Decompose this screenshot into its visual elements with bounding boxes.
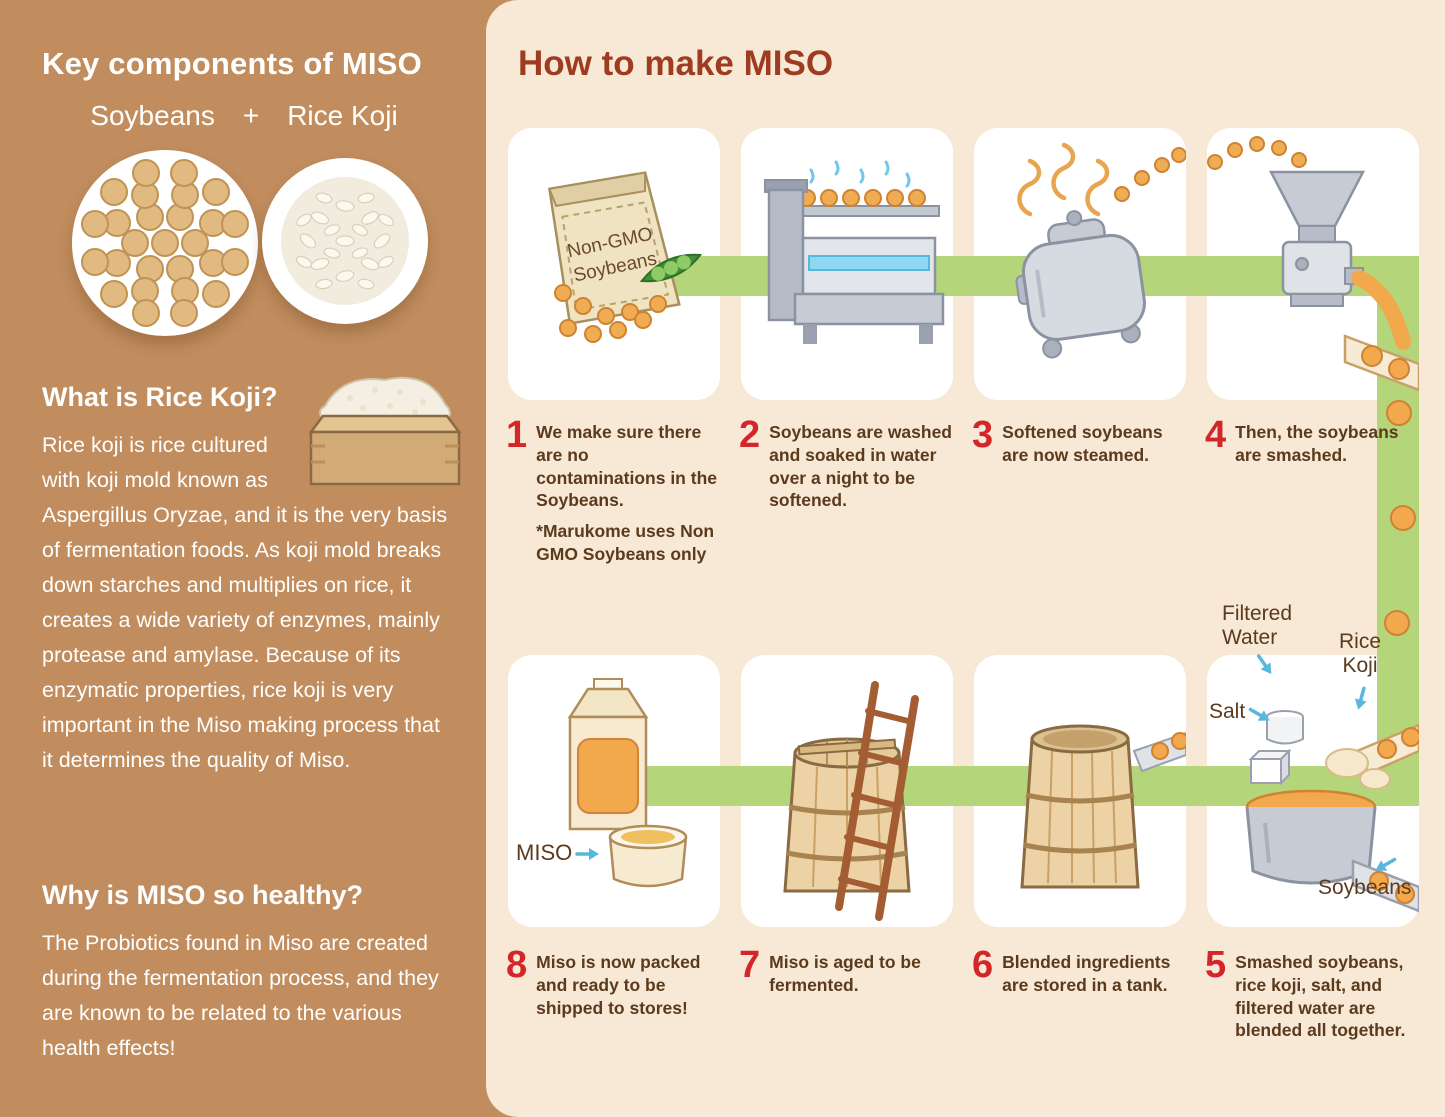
step-2-caption: 2 Soybeans are washed and soaked in wate… bbox=[739, 416, 957, 512]
step-4-caption: 4 Then, the soybeans are smashed. bbox=[1205, 416, 1423, 467]
step-3-number: 3 bbox=[972, 414, 994, 456]
steamer-illustration bbox=[1015, 142, 1186, 359]
pea-pod-icon bbox=[639, 253, 703, 283]
paste-blob bbox=[1386, 400, 1412, 426]
grinder-illustration bbox=[1207, 136, 1419, 392]
rice-koji-blobs-icon bbox=[1325, 748, 1391, 790]
step-7-number: 7 bbox=[739, 944, 761, 986]
paste-blob bbox=[1384, 610, 1410, 636]
what-is-koji-heading: What is Rice Koji? bbox=[42, 382, 278, 412]
step-8-caption: 8 Miso is now packed and ready to be shi… bbox=[506, 946, 724, 1019]
paste-blob bbox=[1390, 505, 1416, 531]
rice-koji-plate-image bbox=[262, 158, 428, 324]
step-5-caption: 5 Smashed soybeans, rice koji, salt, and… bbox=[1205, 946, 1423, 1042]
soybeans-label: Soybeans bbox=[1318, 876, 1412, 899]
step-1-caption: 1 We make sure there are no contaminatio… bbox=[506, 416, 724, 566]
arrow-icon bbox=[1256, 654, 1272, 675]
why-healthy-heading: Why is MISO so healthy? bbox=[42, 880, 364, 910]
spilled-soybeans-icon bbox=[554, 284, 667, 343]
filtered-water-label: Filtered Water bbox=[1222, 602, 1293, 650]
step-1-number: 1 bbox=[506, 414, 528, 456]
sidebar-title: Key components of MISO bbox=[42, 46, 422, 81]
page-title: How to make MISO bbox=[518, 44, 834, 83]
washing-machine-illustration bbox=[764, 160, 945, 344]
miso-label: MISO bbox=[516, 840, 573, 865]
plus-sign: + bbox=[242, 100, 260, 131]
step-5-text: Smashed soybeans, rice koji, salt, and f… bbox=[1235, 952, 1406, 1041]
arrow-icon bbox=[1375, 857, 1397, 871]
rice-koji-word: Rice Koji bbox=[287, 100, 398, 131]
rice-koji-box-image bbox=[308, 376, 462, 486]
step-3-caption: 3 Softened soybeans are now steamed. bbox=[972, 416, 1190, 467]
step-1-note: *Marukome uses Non GMO Soybeans only bbox=[536, 521, 715, 564]
arrow-icon bbox=[575, 848, 599, 860]
ladder-icon bbox=[835, 681, 919, 921]
components-line: Soybeans + Rice Koji bbox=[48, 100, 440, 132]
step-8-text: Miso is now packed and ready to be shipp… bbox=[536, 952, 701, 1018]
step-6-caption: 6 Blended ingredients are stored in a ta… bbox=[972, 946, 1190, 997]
arrow-icon bbox=[1354, 686, 1367, 710]
step-8-number: 8 bbox=[506, 944, 528, 986]
what-is-koji-paragraph: Rice koji is rice cultured with koji mol… bbox=[42, 428, 456, 778]
step-6-number: 6 bbox=[972, 944, 994, 986]
arrow-icon bbox=[1248, 707, 1270, 721]
rice-koji-label: Rice Koji bbox=[1338, 630, 1381, 678]
blender-illustration bbox=[1245, 710, 1419, 913]
miso-package-illustration bbox=[567, 678, 688, 888]
storage-tank-illustration bbox=[1020, 724, 1186, 889]
salt-label: Salt bbox=[1209, 700, 1246, 723]
soybeans-icon bbox=[73, 151, 257, 335]
soybean-bag-illustration: Non-GMO Soybeans bbox=[548, 171, 703, 343]
soybeans-word: Soybeans bbox=[90, 100, 215, 131]
step-5-number: 5 bbox=[1205, 944, 1227, 986]
soybeans-plate-image bbox=[72, 150, 258, 336]
aging-barrel-illustration bbox=[783, 681, 919, 921]
step-4-text: Then, the soybeans are smashed. bbox=[1235, 422, 1399, 465]
step-1-text: We make sure there are no contaminations… bbox=[536, 422, 717, 511]
steam-icon bbox=[1017, 142, 1110, 217]
step-6-text: Blended ingredients are stored in a tank… bbox=[1002, 952, 1171, 995]
step-7-text: Miso is aged to be fermented. bbox=[769, 952, 921, 995]
step-7-caption: 7 Miso is aged to be fermented. bbox=[739, 946, 957, 997]
step-4-number: 4 bbox=[1205, 414, 1227, 456]
step-2-number: 2 bbox=[739, 414, 761, 456]
step-2-text: Soybeans are washed and soaked in water … bbox=[769, 422, 953, 511]
why-healthy-paragraph: The Probiotics found in Miso are created… bbox=[42, 931, 439, 1060]
step-3-text: Softened soybeans are now steamed. bbox=[1002, 422, 1163, 465]
rice-koji-icon bbox=[263, 159, 427, 323]
